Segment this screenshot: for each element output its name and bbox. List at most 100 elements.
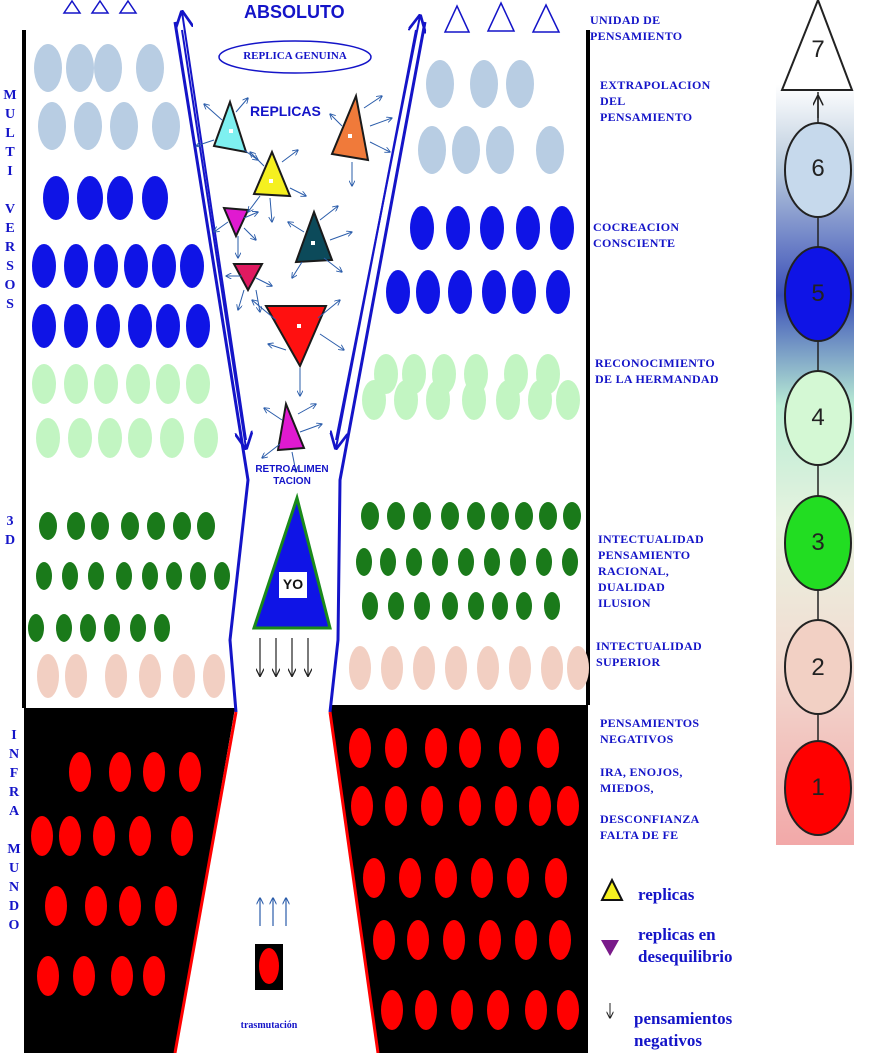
red-oval [487,990,509,1030]
blue-oval [386,270,410,314]
red-oval [373,920,395,960]
dark-green-oval [56,614,72,642]
red-oval [381,990,403,1030]
level-circles [784,122,852,836]
dark-green-oval [441,502,459,530]
red-oval [507,858,529,898]
light-green-oval [186,364,210,404]
red-oval [529,786,551,826]
red-oval [155,886,177,926]
red-oval [537,728,559,768]
replica-magenta-down-2 [232,263,264,293]
dark-green-oval [516,592,532,620]
blue-oval [124,244,148,288]
dark-green-oval [413,502,431,530]
peach-oval [37,654,59,698]
level-circle [784,740,852,836]
red-oval [59,816,81,856]
dark-green-oval [467,502,485,530]
dark-green-oval [154,614,170,642]
label-intelectualidad-racional: INTECTUALIDAD PENSAMIENTO RACIONAL, DUAL… [598,532,704,610]
red-oval [73,956,95,996]
red-oval [143,752,165,792]
replica-arrow [319,206,338,221]
yo-triangle [251,492,332,630]
light-green-oval [98,418,122,458]
replica-arrow [250,152,265,167]
red-oval [545,858,567,898]
dark-green-oval [562,548,578,576]
red-oval [459,728,481,768]
level-2-number: 2 [811,654,825,681]
dark-green-oval [121,512,139,540]
replica-orange [330,92,370,162]
level-7-number: 7 [811,36,825,63]
replicas-label: REPLICAS [250,103,321,119]
light-blue-oval [536,126,564,174]
replica-arrow [248,195,261,212]
light-blue-oval [136,44,164,92]
replica-arrow [291,451,296,472]
light-green-oval [496,380,520,420]
light-green-oval [156,364,180,404]
feedback-arrow-left-back [181,29,246,448]
dark-green-oval [380,548,396,576]
dark-green-oval [563,502,581,530]
blue-oval [32,304,56,348]
light-blue-oval [94,44,122,92]
blue-oval [550,206,574,250]
light-green-oval [362,380,386,420]
light-blue-oval [418,126,446,174]
trasmutacion-label: trasmutación [240,1020,298,1031]
blue-oval [186,304,210,348]
red-oval [171,816,193,856]
red-oval [479,920,501,960]
red-oval [179,752,201,792]
red-oval [351,786,373,826]
blue-oval [512,270,536,314]
label-cocreacion: COCREACION CONSCIENTE [593,220,680,250]
inframundo-vertical: I N F R A M U N D O [7,728,21,933]
replica-magenta-up [276,400,306,452]
level-7-triangle [780,0,854,91]
replica-arrow [319,333,344,350]
dark-green-oval [67,512,85,540]
top-small-triangles-left [62,0,138,14]
blue-oval [43,176,69,220]
replica-arrow [297,404,316,415]
light-blue-oval [506,60,534,108]
red-oval [385,786,407,826]
dark-green-oval [91,512,109,540]
replica-yellow [252,149,292,198]
replica-arrow [299,424,322,433]
peach-oval [445,646,467,690]
light-green-oval [160,418,184,458]
dark-green-oval [36,562,52,590]
light-green-oval [528,380,552,420]
label-pensamientos-negativos: PENSAMIENTOS NEGATIVOS [600,716,700,746]
dark-green-oval [468,592,484,620]
light-green-oval [94,364,118,404]
red-oval [85,886,107,926]
replica-arrow [268,344,287,351]
red-oval [415,990,437,1030]
red-oval [31,816,53,856]
red-oval [109,752,131,792]
red-oval [499,728,521,768]
replica-arrow [243,212,258,219]
replica-magenta-down [222,206,250,239]
dark-green-oval [544,592,560,620]
transmutation-red-oval [259,948,279,984]
light-green-oval [194,418,218,458]
label-intelectualidad-superior: INTECTUALIDAD SUPERIOR [596,639,702,669]
red-oval [363,858,385,898]
replica-arrow [292,261,303,278]
red-oval [425,728,447,768]
dark-green-oval [197,512,215,540]
peach-oval [413,646,435,690]
replica-arrow [238,289,245,310]
funnel-left-line [173,21,250,713]
level-4-number: 4 [811,404,825,431]
dark-green-oval [362,592,378,620]
replica-arrow [243,227,256,240]
